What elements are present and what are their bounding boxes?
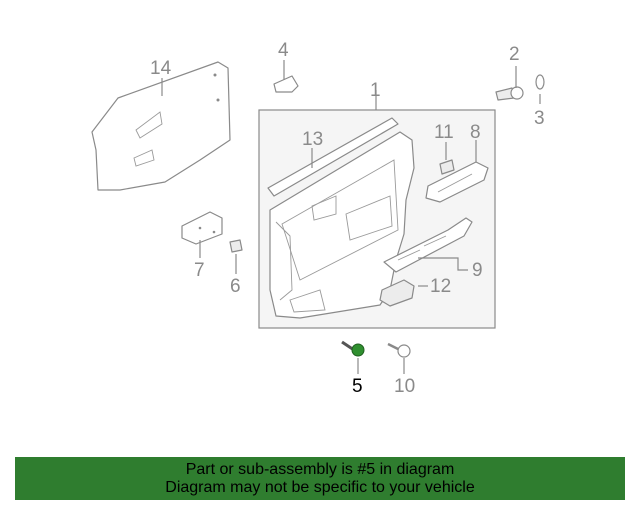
- banner-line-1: Part or sub-assembly is #5 in diagram: [185, 461, 455, 478]
- callout-9: 9: [472, 260, 483, 281]
- callout-7: 7: [194, 260, 205, 281]
- callout-14: 14: [150, 58, 172, 79]
- callout-13: 13: [302, 129, 323, 150]
- callout-1: 1: [370, 80, 381, 101]
- callout-2: 2: [509, 44, 520, 65]
- callout-11: 11: [434, 122, 454, 143]
- banner-line-2: Diagram may not be specific to your vehi…: [165, 479, 475, 496]
- leader-lines: [161, 60, 541, 374]
- part-2-screw[interactable]: [495, 86, 524, 101]
- part-6-clip[interactable]: [229, 239, 243, 253]
- info-banner: Part or sub-assembly is #5 in diagram Di…: [15, 457, 625, 500]
- part-9-switch-bezel[interactable]: [383, 217, 473, 273]
- part-12-switch[interactable]: [379, 279, 415, 307]
- parts-diagram: 14 4 2 3 1 13 11 8 9 12 7 6 5 10: [91, 40, 545, 397]
- callout-5: 5: [352, 376, 363, 397]
- part-11-clip[interactable]: [439, 159, 455, 175]
- part-10-screw[interactable]: [387, 342, 411, 358]
- part-3-washer[interactable]: [535, 74, 545, 90]
- callout-3: 3: [534, 108, 545, 129]
- callout-4: 4: [278, 40, 289, 61]
- callout-8: 8: [470, 122, 481, 143]
- callout-6: 6: [230, 276, 241, 297]
- part-5-screw[interactable]: [341, 340, 365, 357]
- part-7-bracket[interactable]: [181, 211, 223, 245]
- part-13-weatherstrip[interactable]: [267, 117, 399, 197]
- assembly-1-door-panel[interactable]: [269, 131, 415, 319]
- part-4-clip[interactable]: [273, 75, 299, 93]
- callout-12: 12: [430, 276, 451, 297]
- callout-10: 10: [394, 376, 415, 397]
- part-14-trim-panel[interactable]: [91, 61, 231, 191]
